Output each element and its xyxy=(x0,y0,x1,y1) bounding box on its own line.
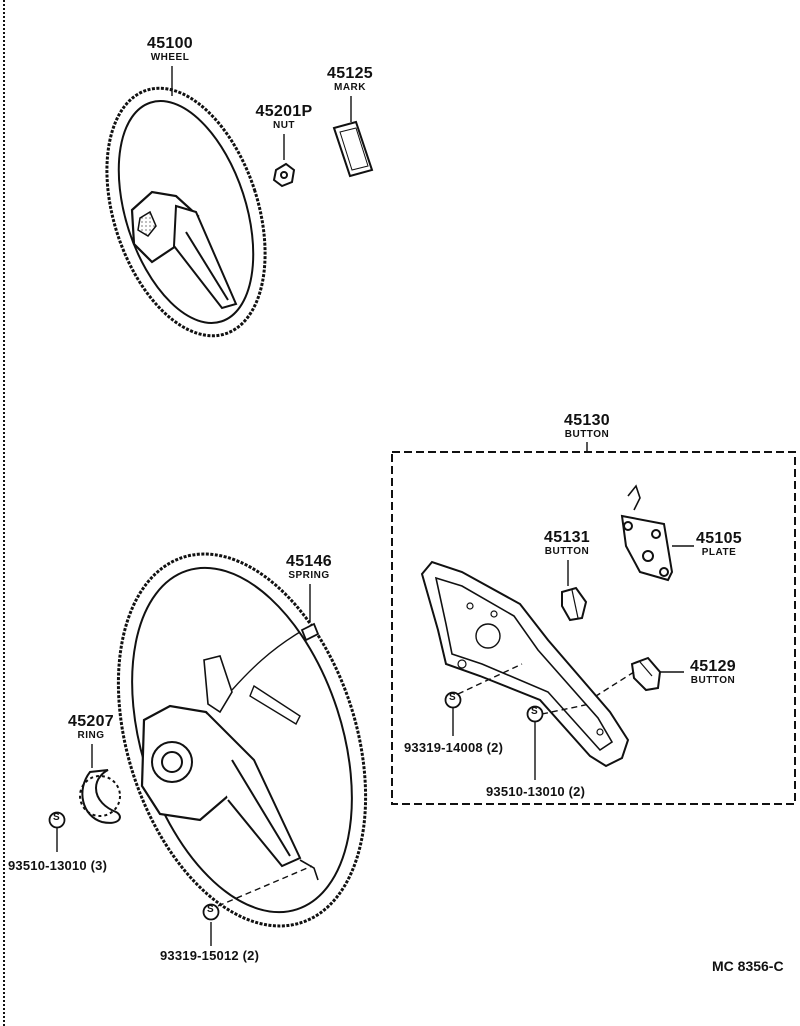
part-number: 45125 xyxy=(327,65,373,82)
part-number: 45146 xyxy=(286,553,332,570)
label-part-45100: 45100 WHEEL xyxy=(138,36,202,63)
part-name: SPRING xyxy=(288,570,330,581)
label-part-45130: 45130 BUTTON xyxy=(552,413,622,440)
std-ref-93510-13010-2: 93510-13010 (2) xyxy=(486,784,585,799)
part-number: 45131 xyxy=(544,529,590,546)
screw-leaders-box xyxy=(452,663,635,780)
spring-part xyxy=(300,622,320,642)
std-ref-93319-14008: 93319-14008 (2) xyxy=(404,740,503,755)
nut-part xyxy=(272,162,296,188)
part-name: BUTTON xyxy=(690,675,736,686)
steering-wheel-top xyxy=(105,86,267,338)
part-number: 45130 xyxy=(564,412,610,429)
label-part-45125: 45125 MARK xyxy=(318,66,382,93)
part-name: WHEEL xyxy=(150,52,190,63)
std-ref-text: 93510-13010 (3) xyxy=(8,858,108,873)
leader-lines-bottom xyxy=(56,584,313,946)
part-name: BUTTON xyxy=(564,429,610,440)
part-name: NUT xyxy=(272,120,296,131)
part-number: 45105 xyxy=(696,530,742,547)
part-number: 45129 xyxy=(690,658,736,675)
ring-part xyxy=(79,769,121,824)
std-symbol-93510-13010-3-circle xyxy=(48,811,66,829)
std-ref-93319-15012: 93319-15012 (2) xyxy=(160,948,259,963)
label-part-45105: 45105 PLATE xyxy=(686,531,752,558)
part-name: PLATE xyxy=(701,547,737,558)
part-number: 45201P xyxy=(255,103,313,120)
mark-part xyxy=(332,120,374,178)
std-ref-text: 93319-15012 (2) xyxy=(160,948,260,963)
std-ref-text: 93510-13010 (2) xyxy=(486,784,586,799)
std-symbol-93510-13010-2: S xyxy=(531,706,538,717)
label-part-45201p: 45201P NUT xyxy=(246,104,322,131)
plate-part xyxy=(620,484,674,582)
part-number: 45207 xyxy=(68,713,114,730)
part-name: BUTTON xyxy=(544,546,590,557)
part-name: RING xyxy=(77,730,105,741)
steering-wheel-bottom xyxy=(116,552,368,928)
button-45129-part xyxy=(630,656,662,692)
label-part-45207: 45207 RING xyxy=(58,714,124,741)
button-45131-part xyxy=(561,586,588,622)
part-name: MARK xyxy=(334,82,366,93)
std-ref-text: 93319-14008 (2) xyxy=(404,740,504,755)
label-part-45129: 45129 BUTTON xyxy=(680,659,746,686)
std-symbol-93319-14008: S xyxy=(449,692,456,703)
std-symbol-93319-15012-circle xyxy=(202,903,220,921)
std-symbol-93319-14008-circle xyxy=(444,691,462,709)
std-symbol-93510-13010-3: S xyxy=(53,812,60,823)
std-symbol-93319-15012: S xyxy=(207,904,214,915)
label-part-45146: 45146 SPRING xyxy=(276,554,342,581)
button-assembly-box xyxy=(391,451,796,805)
button-pad xyxy=(420,560,630,768)
part-number: 45100 xyxy=(147,35,193,52)
label-part-45131: 45131 BUTTON xyxy=(534,530,600,557)
std-symbol-93510-13010-2-circle xyxy=(526,705,544,723)
diagram-code: MC 8356-C xyxy=(712,958,784,974)
std-ref-93510-13010-3: 93510-13010 (3) xyxy=(8,858,107,873)
leader-lines-top xyxy=(171,66,352,160)
